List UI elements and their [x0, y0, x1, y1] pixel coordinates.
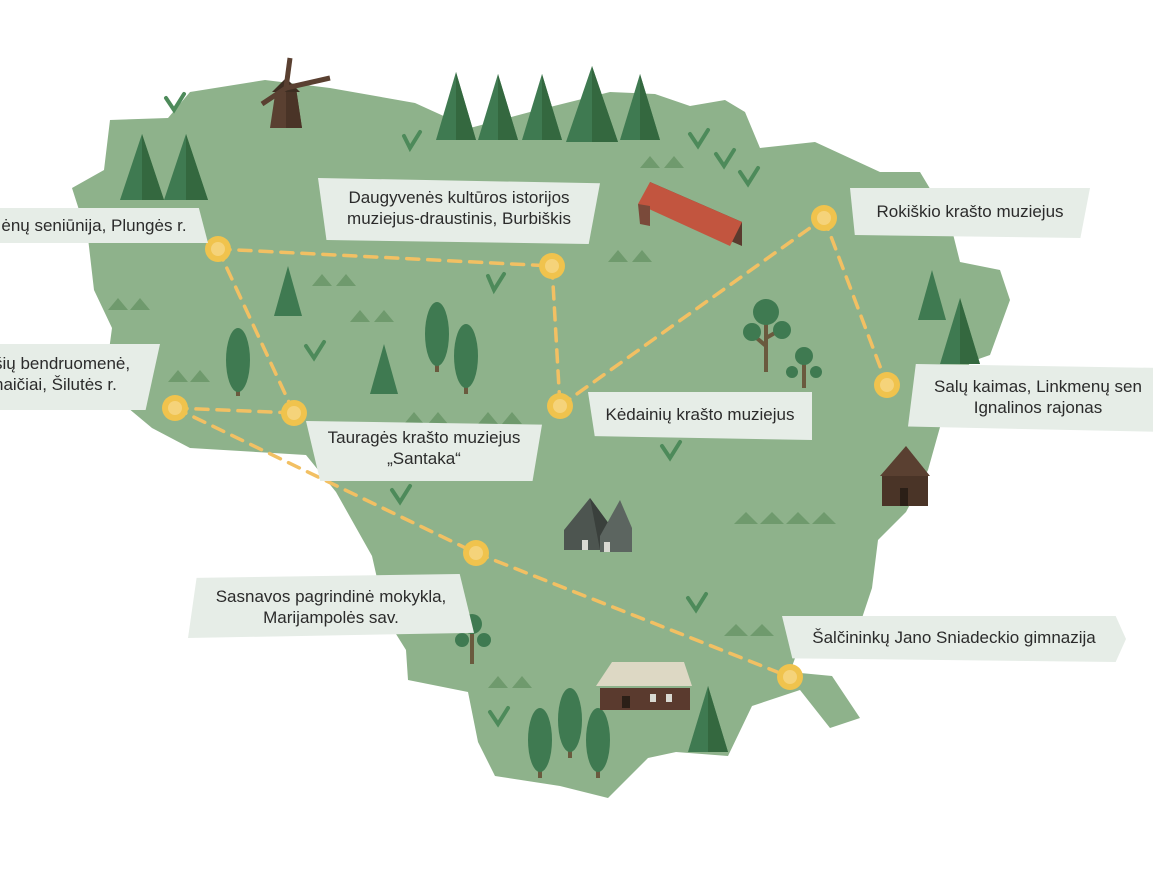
location-label-line: muziejus-draustinis, Burbiškis — [347, 209, 571, 228]
location-label-line: Rokiškio krašto muziejus — [876, 202, 1064, 221]
location-label-burbiskis[interactable]: Daugyvenės kultūros istorijos muziejus-d… — [318, 178, 600, 244]
location-label-line: Tauragės krašto muziejus — [327, 428, 521, 447]
location-label-silute[interactable]: šių bendruomenė, naičiai, Šilutės r. — [0, 344, 160, 410]
location-marker-icon[interactable] — [539, 253, 565, 279]
location-label-line: Šalčininkų Jano Sniadeckio gimnazija — [812, 628, 1096, 647]
location-label-salcininkai[interactable]: Šalčininkų Jano Sniadeckio gimnazija — [782, 616, 1126, 662]
location-markers — [162, 205, 900, 690]
location-label-rokiskis[interactable]: Rokiškio krašto muziejus — [850, 188, 1090, 238]
farmhouse-icon — [596, 662, 692, 710]
hill-icons — [108, 156, 836, 688]
location-label-line: šių bendruomenė, — [0, 354, 131, 373]
location-label-taurage[interactable]: Tauragės krašto muziejus „Santaka“ — [306, 421, 542, 481]
windmill-icon — [260, 57, 331, 128]
location-marker-icon[interactable] — [162, 395, 188, 421]
location-label-line: Salų kaimas, Linkmenų sen — [934, 377, 1142, 396]
fir-tree-icons — [120, 66, 980, 752]
church-icon — [564, 498, 632, 552]
location-marker-icon[interactable] — [811, 205, 837, 231]
location-label-line: naičiai, Šilutės r. — [0, 375, 117, 394]
location-label-kedainiai[interactable]: Kėdainių krašto muziejus — [588, 392, 812, 440]
grass-icons — [164, 92, 760, 728]
location-label-line: Daugyvenės kultūros istorijos — [348, 188, 570, 207]
location-marker-icon[interactable] — [547, 393, 573, 419]
location-label-line: Kėdainių krašto muziejus — [605, 405, 795, 424]
location-label-line: ėnų seniūnija, Plungės r. — [1, 216, 187, 235]
location-label-plunge[interactable]: ėnų seniūnija, Plungės r. — [0, 208, 208, 243]
location-label-line: „Santaka“ — [387, 449, 461, 468]
location-marker-icon[interactable] — [205, 236, 231, 262]
hut-icon — [880, 446, 930, 506]
location-marker-icon[interactable] — [874, 372, 900, 398]
cypress-tree-icons — [226, 302, 610, 778]
location-label-line: Marijampolės sav. — [263, 608, 399, 627]
location-marker-icon[interactable] — [463, 540, 489, 566]
country-land — [72, 80, 1010, 798]
location-label-line: Sasnavos pagrindinė mokykla, — [215, 587, 447, 606]
longhouse-icon — [638, 182, 742, 246]
location-label-sasnava[interactable]: Sasnavos pagrindinė mokykla, Marijampolė… — [188, 574, 474, 638]
location-marker-icon[interactable] — [281, 400, 307, 426]
location-label-line: Ignalinos rajonas — [973, 398, 1103, 417]
location-marker-icon[interactable] — [777, 664, 803, 690]
location-label-salu[interactable]: Salų kaimas, Linkmenų sen Ignalinos rajo… — [908, 364, 1153, 432]
